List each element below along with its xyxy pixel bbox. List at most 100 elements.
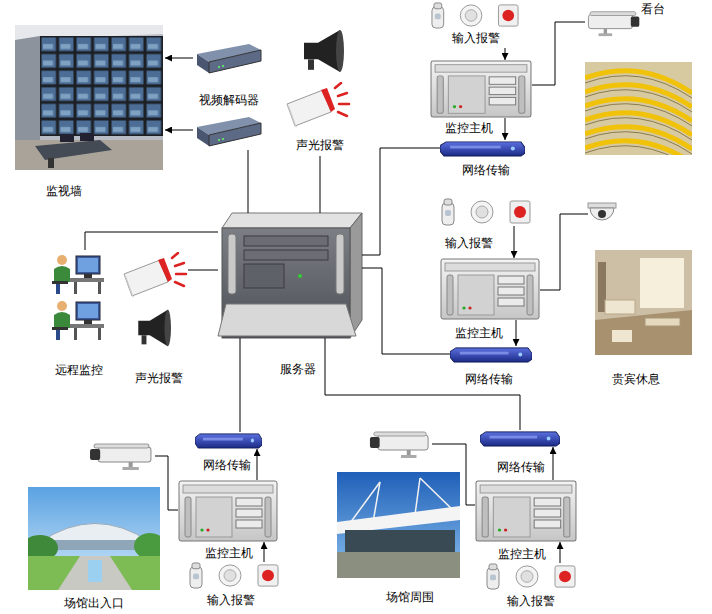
- monitor-wall: 监视墙: [15, 25, 165, 201]
- connector: [553, 447, 554, 480]
- connector: [264, 542, 265, 562]
- node-label: 服务器: [280, 362, 316, 376]
- video-wall-photo: [15, 25, 163, 170]
- node-label: 监控主机: [498, 547, 546, 561]
- node-label: 网络传输: [462, 163, 510, 177]
- alarm-device: 声光报警: [283, 26, 355, 156]
- operator-illustration: [52, 301, 104, 340]
- remote-monitor: 远程监控: [45, 250, 107, 380]
- node-label: 输入报警: [452, 31, 500, 45]
- server-illustration: [298, 274, 302, 278]
- alarm-input: 输入报警: [428, 2, 524, 48]
- node-label: 声光报警: [296, 138, 344, 152]
- node-label: 监视墙: [46, 184, 82, 198]
- connector: [320, 156, 321, 213]
- node-label: 网络传输: [497, 460, 545, 474]
- node-label: 场馆周围: [386, 590, 434, 604]
- camera-wire: [540, 214, 588, 290]
- surroundings-photo: [337, 472, 460, 578]
- stands-photo: [585, 62, 692, 155]
- lounge-photo: [595, 310, 692, 355]
- operator-illustration: [52, 255, 104, 294]
- connector: [257, 449, 258, 480]
- camera-illustration: [90, 12, 639, 470]
- server-illustration: [222, 213, 362, 228]
- connector: [560, 542, 561, 563]
- node-label: 输入报警: [507, 594, 555, 608]
- monitor-host: 监控主机: [430, 60, 532, 118]
- stands-photo: [585, 71, 692, 155]
- monitor-host: 监控主机: [178, 480, 278, 542]
- host-illustration: [441, 259, 539, 319]
- video-wall-photo: [35, 140, 112, 160]
- connector: [516, 320, 517, 346]
- decoder-illustration: [197, 44, 261, 146]
- camera-illustration: [588, 203, 616, 208]
- network-device: 网络传输: [450, 346, 532, 363]
- connector: [188, 270, 218, 271]
- lounge-photo: [645, 318, 680, 326]
- node-label: 声光报警: [135, 371, 183, 385]
- connector: [165, 58, 193, 59]
- alarm-illustration: [138, 310, 171, 346]
- entrance-photo-node: 场馆出入口: [28, 487, 160, 611]
- lounge-photo: [605, 300, 635, 314]
- sensor-illustration: [190, 3, 575, 589]
- server-illustration: [350, 213, 362, 338]
- camera-illustration: [90, 444, 151, 470]
- entrance-photo: [40, 524, 150, 543]
- server-illustration: [244, 264, 284, 288]
- connector: [505, 48, 506, 60]
- video-wall-photo: [80, 133, 94, 141]
- entrance-photo: [28, 556, 160, 590]
- camera-illustration: [588, 12, 639, 36]
- operator-illustration: [52, 255, 104, 340]
- server-illustration: [228, 234, 236, 294]
- network-device-illustration: [440, 142, 525, 156]
- entrance-photo: [88, 560, 102, 582]
- alarm-illustration: [304, 30, 344, 72]
- video-wall-photo: [15, 140, 163, 170]
- connector: [85, 232, 218, 250]
- server-illustration: [244, 250, 328, 260]
- lounge-photo-node: 贵宾休息: [595, 250, 692, 390]
- connector: [325, 338, 520, 430]
- node-label: 监控主机: [455, 326, 503, 340]
- node-label: 网络传输: [203, 458, 251, 472]
- entrance-photo: [28, 487, 160, 590]
- server-illustration: [336, 234, 344, 294]
- host-illustration: [179, 481, 277, 541]
- host-illustration: [476, 481, 576, 541]
- alarm-input: 输入报警: [186, 562, 282, 610]
- connector: [248, 150, 249, 213]
- camera-illustration: [598, 210, 606, 218]
- stands-photo: [585, 141, 692, 155]
- video-wall-photo: [40, 36, 163, 136]
- node-label: 监控主机: [205, 546, 253, 560]
- monitor-host: 监控主机: [440, 258, 540, 320]
- entrance-photo: [58, 556, 132, 590]
- node-label: 场馆出入口: [64, 596, 124, 610]
- node-label: 视频解码器: [199, 93, 259, 107]
- sensor-illustration: [432, 3, 518, 28]
- surroundings-photo: [337, 472, 460, 578]
- alarm-illustration: [124, 30, 349, 346]
- surroundings-photo: [345, 530, 455, 552]
- surroundings-photo-node: 场馆周围: [337, 472, 460, 608]
- video-wall-photo: [60, 134, 74, 142]
- server: 服务器: [218, 213, 362, 338]
- camera-wire: [155, 22, 588, 510]
- connector: [505, 118, 506, 140]
- lounge-photo: [612, 330, 632, 342]
- network-device-illustration: [195, 142, 560, 448]
- decoder-illustration: [197, 44, 261, 73]
- decoder-illustration: [197, 117, 261, 146]
- connector: [362, 268, 450, 354]
- connector: [240, 338, 241, 432]
- alarm-input: 输入报警: [440, 198, 532, 226]
- video-wall-photo: [48, 158, 54, 168]
- connector: [362, 148, 440, 255]
- surroundings-photo: [420, 478, 455, 512]
